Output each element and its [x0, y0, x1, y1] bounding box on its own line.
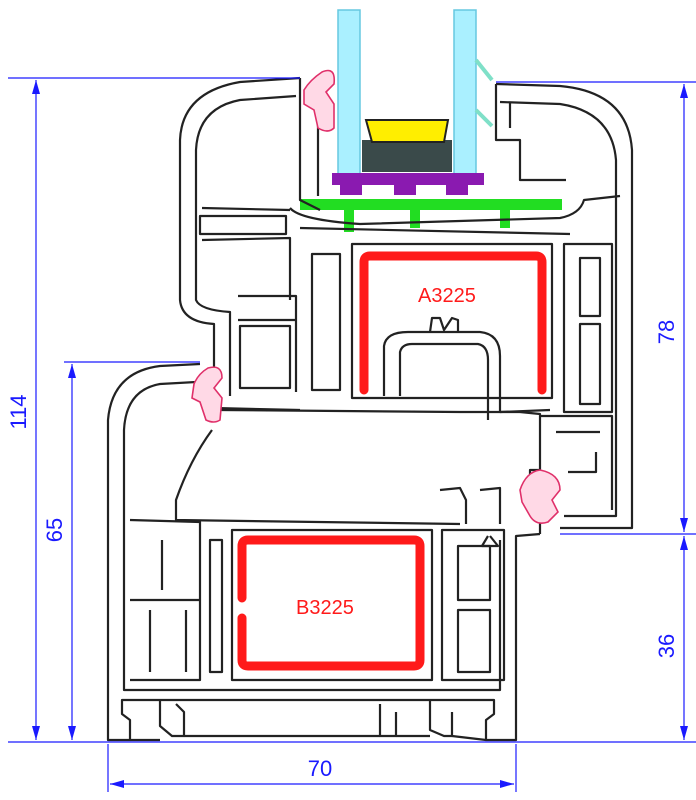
- dim-arrow-65-top: [68, 364, 76, 378]
- spacer-bar: [362, 140, 452, 172]
- frame-outer-contour: [106, 362, 541, 742]
- glazing-unit: [300, 9, 562, 232]
- frame-reinf-chamber: [230, 528, 434, 682]
- frame-feet: [158, 700, 454, 738]
- glazing-block-foot-1: [340, 183, 362, 195]
- reinforcement-b3225-label: B3225: [296, 597, 354, 619]
- frame-right-chambers: [440, 528, 506, 682]
- frame-upper-wall: [174, 408, 520, 526]
- seal-gaskets: [191, 69, 561, 524]
- sash-inner-contour: [194, 94, 297, 396]
- dim-arrow-78-top: [680, 84, 688, 98]
- dim-label-36: 36: [654, 634, 679, 658]
- dim-arrow-70-left: [110, 780, 124, 788]
- dim-label-65: 65: [42, 518, 67, 542]
- glazing-block-foot-3: [446, 183, 468, 195]
- gasket-sash-top: [303, 69, 336, 132]
- dimension-lines: 114 65 78 36 70: [6, 77, 696, 792]
- sash-chamber-box: [238, 252, 342, 392]
- steel-reinforcements: A3225 B3225: [237, 251, 547, 671]
- dim-arrow-78-bottom: [680, 518, 688, 532]
- sash-inner-wall-1: [201, 206, 292, 300]
- sash-bead-line: [289, 194, 621, 236]
- glass-pane-right: [453, 9, 477, 176]
- dim-arrow-114-bottom: [32, 726, 40, 740]
- gasket-sash-outer: [519, 469, 561, 524]
- sash-inner-contour-right: [499, 100, 618, 518]
- sash-center-tooth: [428, 316, 460, 333]
- glass-pane-left: [337, 9, 361, 176]
- frame-profile: [106, 362, 542, 742]
- glazing-bead-clip-foot-2: [410, 208, 420, 228]
- dim-label-114: 114: [6, 394, 31, 429]
- desiccant-strip: [364, 119, 450, 143]
- dim-label-78: 78: [654, 320, 679, 344]
- gasket-frame-top: [191, 366, 223, 423]
- sash-outer-contour: [178, 76, 634, 530]
- sash-right-chambers: [562, 242, 614, 414]
- glazing-bead-clip: [300, 199, 562, 210]
- dim-arrow-36-top: [680, 536, 688, 550]
- dim-arrow-36-bottom: [680, 726, 688, 740]
- glazing-bead-clip-foot-1: [344, 208, 354, 232]
- glazing-bead-clip-foot-3: [500, 208, 510, 228]
- sash-right-lower: [540, 414, 614, 510]
- dim-label-70: 70: [308, 756, 332, 781]
- dim-arrow-114-top: [32, 80, 40, 94]
- dim-arrow-70-right: [500, 780, 514, 788]
- sash-glazing-leg-right: [494, 84, 566, 182]
- reinforcement-a3225: [359, 251, 547, 395]
- dim-arrow-65-bottom: [68, 726, 76, 740]
- frame-inner-contour: [122, 380, 502, 692]
- sash-center-web: [382, 330, 551, 420]
- glazing-block: [332, 173, 484, 185]
- sash-reinf-chamber: [350, 242, 554, 400]
- frame-left-chambers: [129, 518, 224, 682]
- sash-left-small-chambers: [198, 214, 292, 390]
- reinforcement-a3225-label: A3225: [418, 285, 476, 307]
- glass-edge-gasket: [474, 58, 494, 128]
- frame-center-hook: [439, 486, 502, 548]
- reinforcement-b3225-upper: [237, 535, 425, 671]
- glazing-block-foot-2: [394, 183, 416, 195]
- frame-lower-edge: [130, 734, 487, 742]
- sash-profile: [178, 76, 634, 530]
